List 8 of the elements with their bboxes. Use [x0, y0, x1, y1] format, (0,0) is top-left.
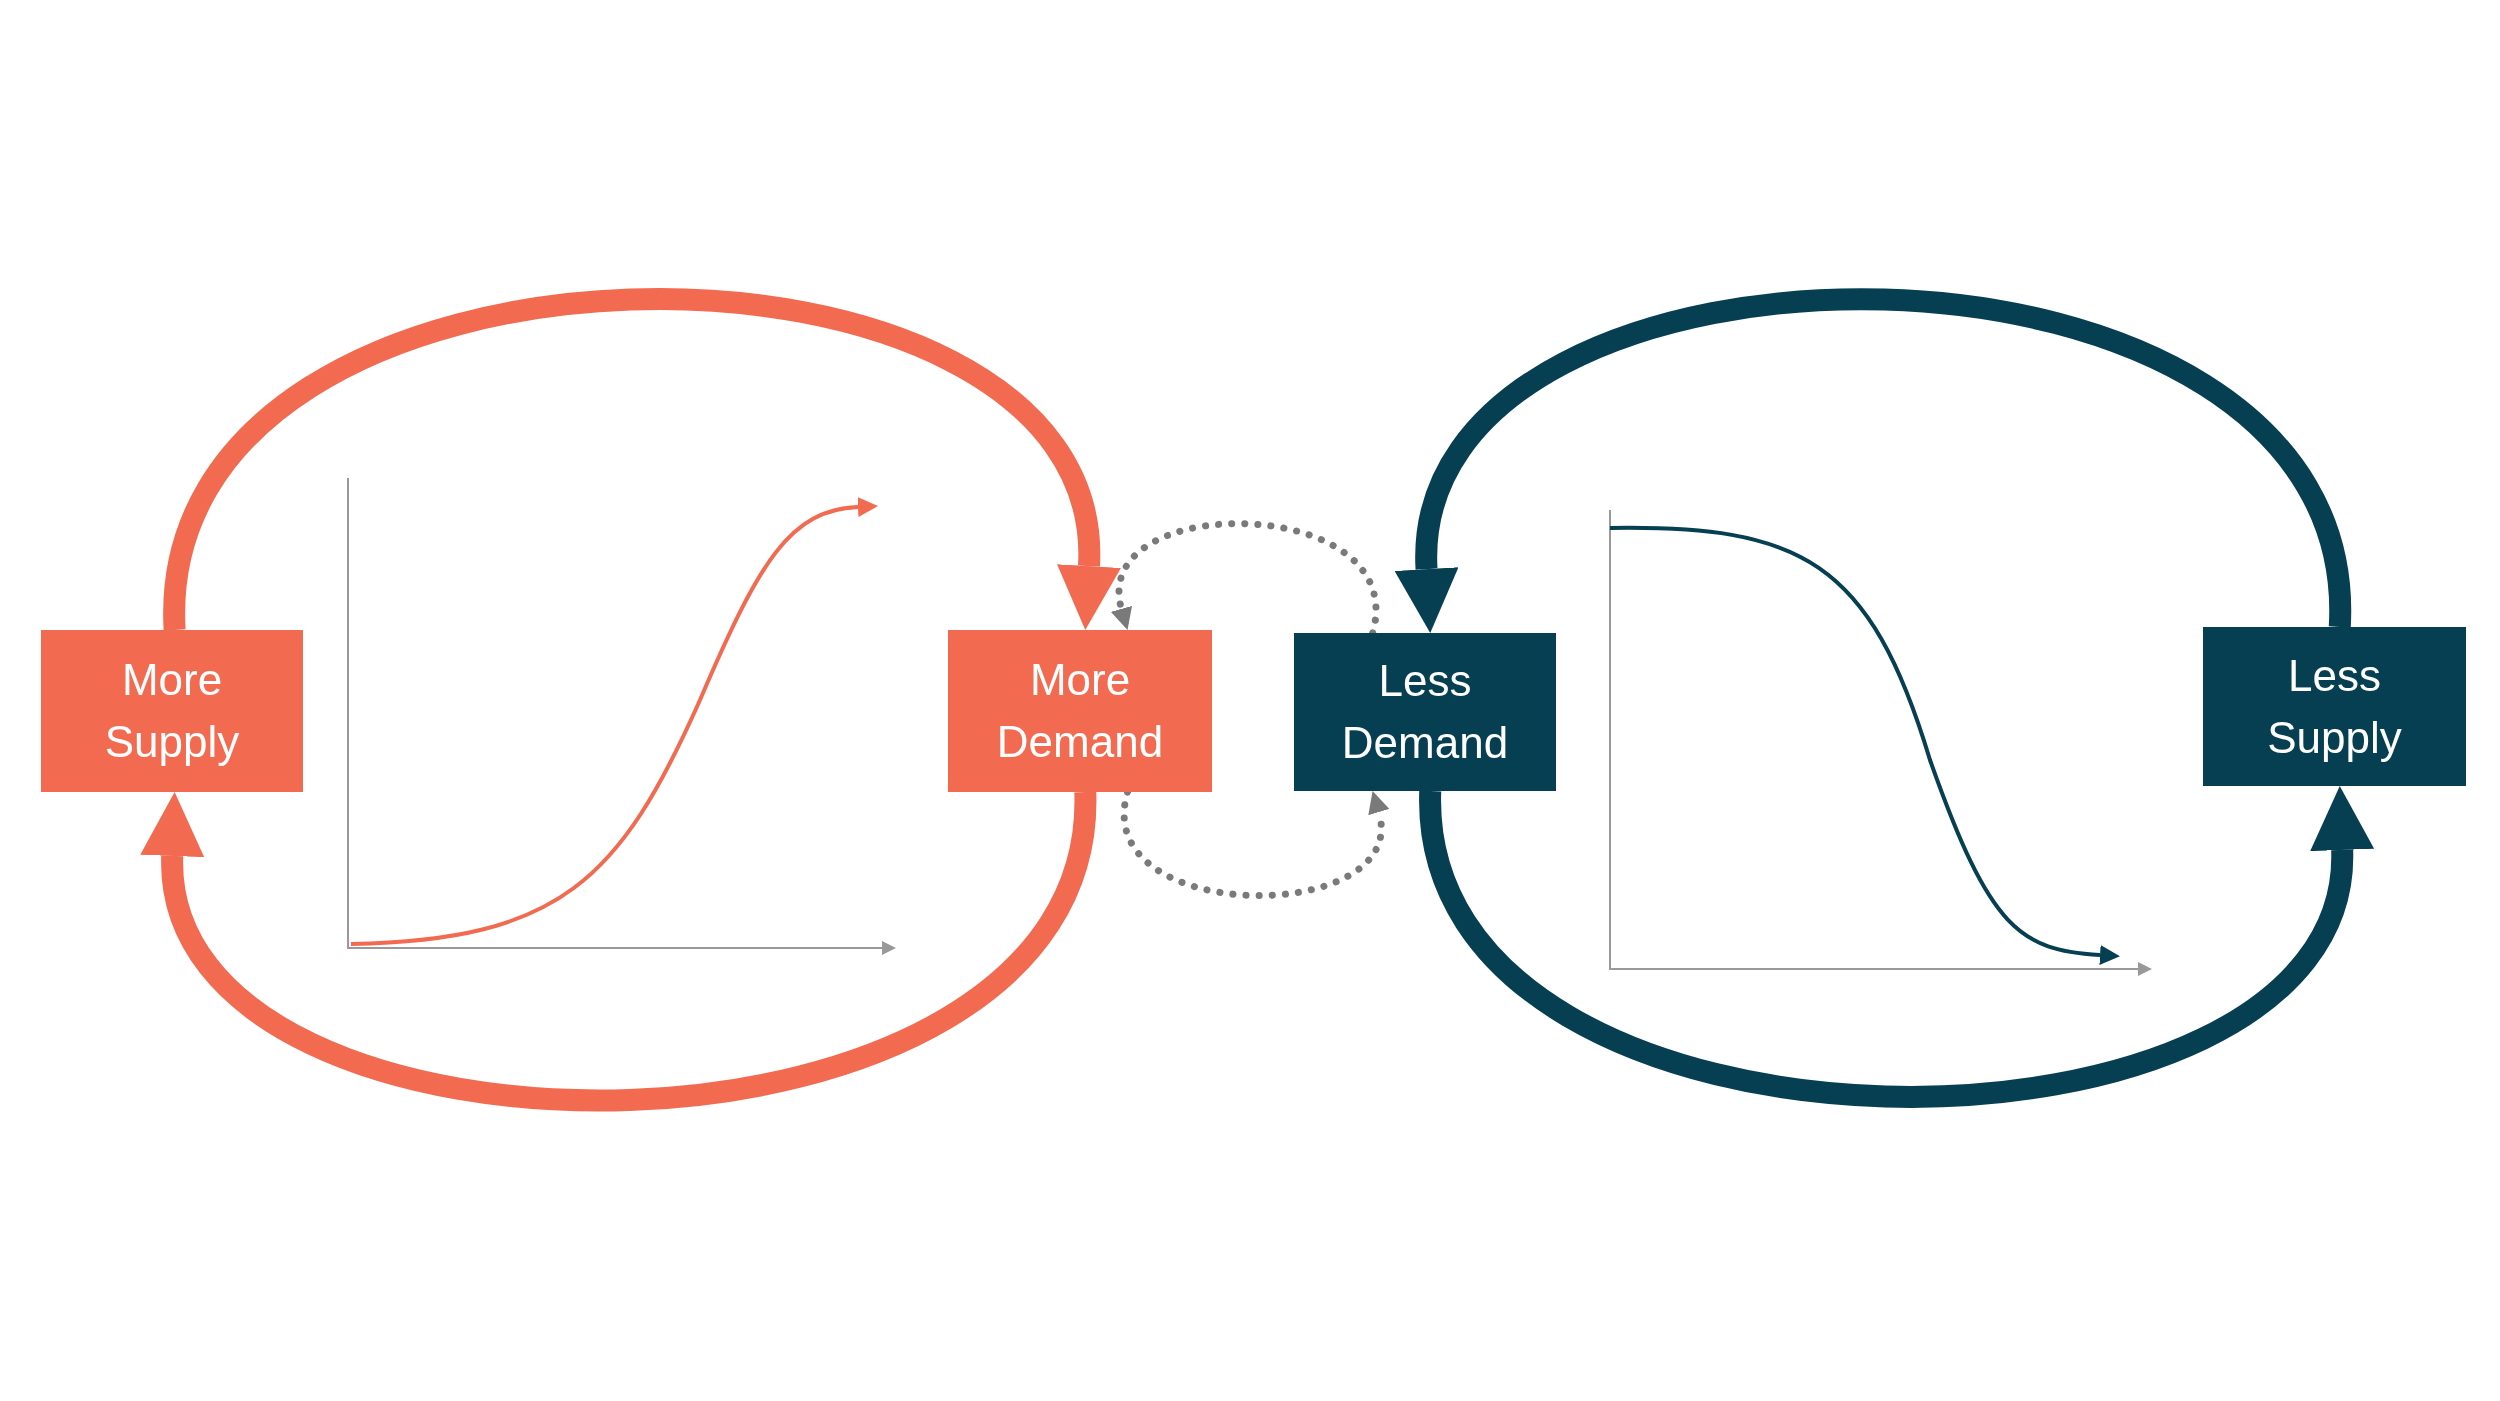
curved-arrow [140, 790, 1097, 1111]
curved-arrow [1419, 787, 2374, 1108]
curved-arrow [1394, 288, 2351, 633]
curved-arrow [163, 288, 1121, 632]
concept-box: Less Demand [1294, 633, 1556, 791]
concept-box: More Demand [948, 630, 1212, 792]
concept-box: Less Supply [2203, 627, 2466, 786]
concept-box: More Supply [41, 630, 303, 792]
